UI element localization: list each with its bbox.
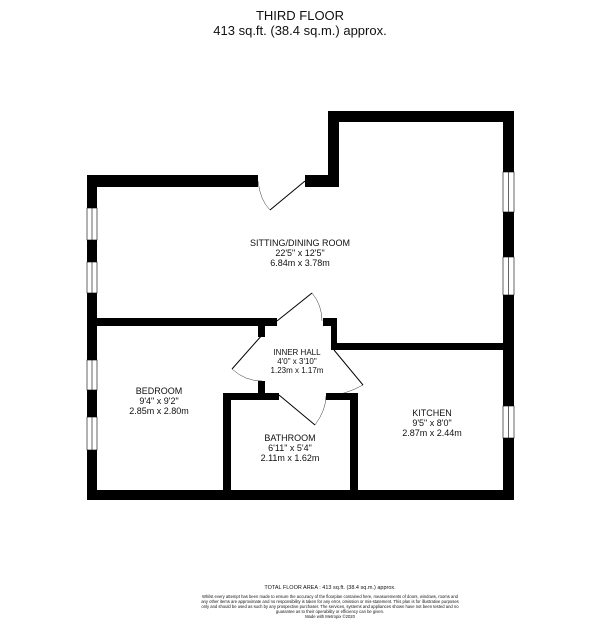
room-label-bedroom: BEDROOM 9'4" x 9'2" 2.85m x 2.80m bbox=[129, 386, 189, 416]
kitchen-door bbox=[326, 349, 364, 397]
total-floor-area: TOTAL FLOOR AREA : 413 sq.ft. (38.4 sq.m… bbox=[264, 585, 396, 591]
floor-title: THIRD FLOOR bbox=[255, 8, 345, 23]
wall bbox=[97, 318, 277, 326]
wall bbox=[223, 393, 279, 400]
bedroom-door bbox=[231, 333, 264, 382]
walls bbox=[87, 111, 514, 500]
wall bbox=[331, 318, 337, 350]
room-dimensions-imperial: 9'4" x 9'2" bbox=[139, 396, 178, 406]
room-dimensions-imperial: 4'0" x 3'10" bbox=[277, 357, 317, 366]
room-name: SITTING/DINING ROOM bbox=[250, 238, 350, 248]
room-dimensions-metric: 2.85m x 2.80m bbox=[129, 406, 189, 416]
wall bbox=[328, 111, 339, 187]
disclaimer: Whilst every attempt has been made to en… bbox=[200, 594, 460, 619]
sitting-room-door bbox=[276, 292, 323, 322]
wall bbox=[331, 343, 503, 350]
doors bbox=[231, 180, 364, 426]
room-label-inner-hall: INNER HALL 4'0" x 3'10" 1.23m x 1.17m bbox=[271, 348, 324, 375]
windows bbox=[86, 171, 515, 451]
room-dimensions-metric: 2.87m x 2.44m bbox=[402, 428, 462, 438]
room-dimensions-imperial: 6'11" x 5'4" bbox=[268, 443, 312, 453]
room-dimensions-metric: 1.23m x 1.17m bbox=[271, 366, 324, 375]
room-name: INNER HALL bbox=[273, 348, 321, 357]
room-name: KITCHEN bbox=[412, 408, 452, 418]
room-name: BATHROOM bbox=[264, 433, 315, 443]
room-label-bathroom: BATHROOM 6'11" x 5'4" 2.11m x 1.62m bbox=[261, 433, 320, 463]
wall bbox=[258, 381, 265, 393]
wall bbox=[503, 111, 514, 500]
room-dimensions-imperial: 22'5" x 12'5" bbox=[275, 248, 324, 258]
room-name: BEDROOM bbox=[136, 386, 183, 396]
credit: Made with Metropix ©2020 bbox=[305, 614, 355, 619]
wall bbox=[350, 393, 358, 490]
wall bbox=[87, 490, 514, 500]
bathroom-door bbox=[278, 394, 327, 426]
wall bbox=[326, 393, 358, 400]
entrance-door bbox=[257, 180, 306, 211]
wall bbox=[87, 175, 258, 187]
floor-area: 413 sq.ft. (38.4 sq.m.) approx. bbox=[213, 23, 387, 38]
wall bbox=[87, 175, 97, 500]
disclaimer-text: Whilst every attempt has been made to en… bbox=[201, 594, 459, 614]
room-label-sitting-dining: SITTING/DINING ROOM 22'5" x 12'5" 6.84m … bbox=[250, 238, 350, 268]
room-dimensions-imperial: 9'5" x 8'0" bbox=[412, 418, 451, 428]
room-dimensions-metric: 2.11m x 1.62m bbox=[261, 453, 320, 463]
room-label-kitchen: KITCHEN 9'5" x 8'0" 2.87m x 2.44m bbox=[402, 408, 462, 438]
wall bbox=[323, 318, 337, 326]
wall bbox=[223, 393, 231, 490]
wall bbox=[328, 111, 514, 122]
room-dimensions-metric: 6.84m x 3.78m bbox=[270, 258, 330, 268]
wall bbox=[258, 326, 265, 337]
